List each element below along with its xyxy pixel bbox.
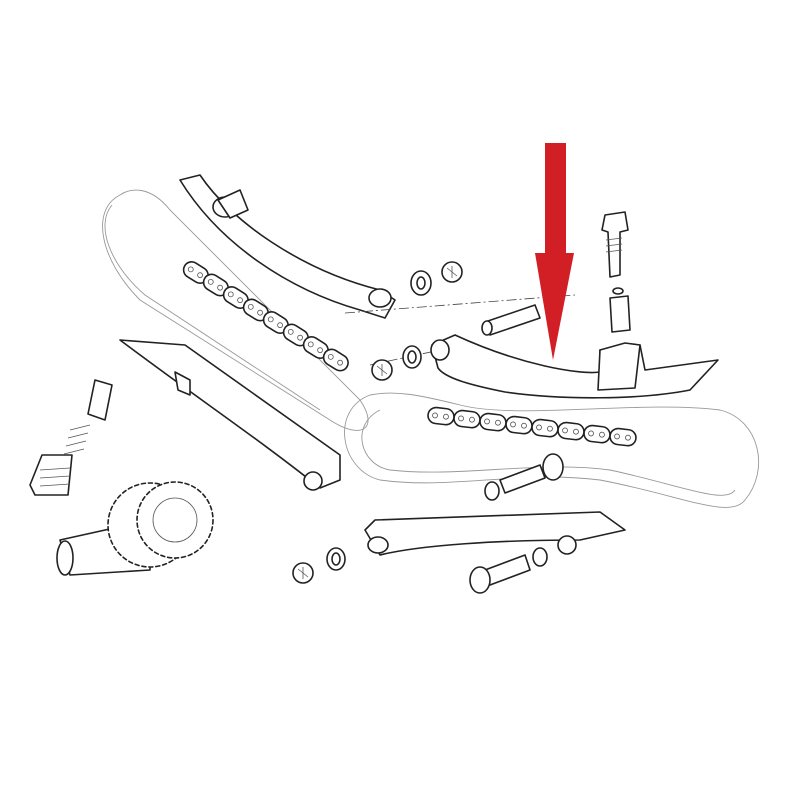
left-tensioner-sleeve (87, 379, 113, 421)
chain-pin (247, 303, 254, 310)
upper-clip (441, 261, 463, 283)
chain-pin (573, 428, 579, 435)
upper-guide-rail (179, 174, 396, 319)
chain-pin (562, 427, 568, 434)
chain-pin (227, 291, 234, 298)
chain-pin (207, 278, 214, 285)
left-guide-rail (119, 339, 341, 491)
middle-washer (402, 345, 422, 369)
left-tensioner-body (29, 454, 73, 496)
tensioner-plug (601, 211, 629, 278)
chain-pin (458, 415, 464, 422)
chain-link (505, 415, 533, 435)
crankshaft-sprocket (56, 481, 214, 576)
middle-clip (371, 359, 393, 381)
chain-pin (588, 430, 594, 437)
chain-pin (432, 412, 438, 419)
tensioner-rail (430, 334, 719, 399)
lower-washer (326, 547, 346, 571)
chain-link (557, 421, 585, 441)
chain-link (479, 412, 507, 432)
left-tensioner-spring (63, 424, 91, 455)
centerline (344, 294, 576, 314)
chain-pin (187, 266, 194, 273)
chain-pin (217, 284, 223, 291)
highlight-arrow-icon (535, 143, 574, 360)
chain-pin (469, 416, 475, 423)
chain-link (583, 424, 611, 444)
tensioner-piston (609, 295, 631, 333)
chain-pin (495, 419, 501, 426)
chain-link (427, 406, 455, 426)
chain-pin (337, 359, 343, 366)
upper-bolt (499, 453, 564, 494)
chain-pin (277, 322, 283, 329)
chain-pin (267, 316, 274, 323)
chain-pin (237, 297, 243, 304)
chain-segment-upper (182, 261, 349, 372)
tensioner-ring (612, 287, 624, 295)
chain-pin (257, 309, 263, 316)
chain-pin (197, 272, 203, 279)
chain-pin (327, 353, 334, 360)
chain-loop-lower-outline (344, 392, 759, 508)
lower-clip (292, 562, 314, 584)
chain-pin (297, 334, 303, 341)
chain-link (609, 427, 637, 447)
chain-pin (536, 424, 542, 431)
upper-washer (410, 270, 432, 296)
chain-pin (307, 341, 314, 348)
chain-pin (317, 347, 323, 354)
chain-segment-lower (427, 406, 637, 447)
chain-pin (614, 433, 620, 440)
pivot-pin (481, 304, 541, 336)
chain-link (453, 409, 481, 429)
chain-loop-upper-outline (102, 189, 369, 431)
lower-bolt-washer (532, 547, 548, 567)
chain-pin (443, 413, 449, 420)
lower-guide-rail (364, 511, 626, 556)
chain-pin (510, 421, 516, 428)
chain-pin (521, 422, 527, 429)
chain-link (531, 418, 559, 438)
centerline (369, 349, 441, 366)
chain-pin (484, 418, 490, 425)
chain-pin (547, 425, 553, 432)
chain-pin (625, 434, 631, 441)
chain-pin (287, 328, 294, 335)
upper-bolt-washer (484, 481, 500, 501)
lower-bolt (469, 554, 531, 594)
chain-pin (599, 431, 605, 438)
